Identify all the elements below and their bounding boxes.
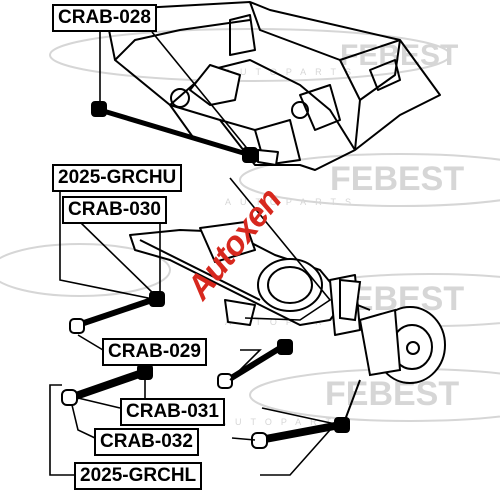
label-crab-032: CRAB-032 — [94, 428, 199, 456]
watermark-tagline: AUTOPARTS — [225, 197, 360, 207]
watermark-tagline: AUTOPARTS — [225, 67, 360, 77]
label-crab-031: CRAB-031 — [120, 398, 225, 426]
watermark-tagline: AUTOPARTS — [225, 317, 360, 327]
stabilizer-link-part — [91, 101, 258, 163]
label-2025-grchu: 2025-GRCHU — [52, 164, 183, 192]
label-crab-030: CRAB-030 — [62, 196, 167, 224]
watermark-brand: FEBEST — [325, 375, 459, 413]
watermark-text: FEBEST FEBEST FEBEST FEBEST AUTOPARTS AU… — [220, 39, 464, 427]
chassis-frame — [104, 1, 441, 171]
label-crab-028: CRAB-028 — [52, 4, 157, 32]
label-crab-029: CRAB-029 — [102, 338, 207, 366]
label-2025-grchl: 2025-GRCHL — [74, 462, 203, 490]
brake-disc — [339, 278, 446, 384]
control-arms — [61, 291, 361, 449]
watermark-brand: FEBEST — [330, 160, 464, 198]
watermark-tagline: AUTOPARTS — [220, 417, 355, 427]
